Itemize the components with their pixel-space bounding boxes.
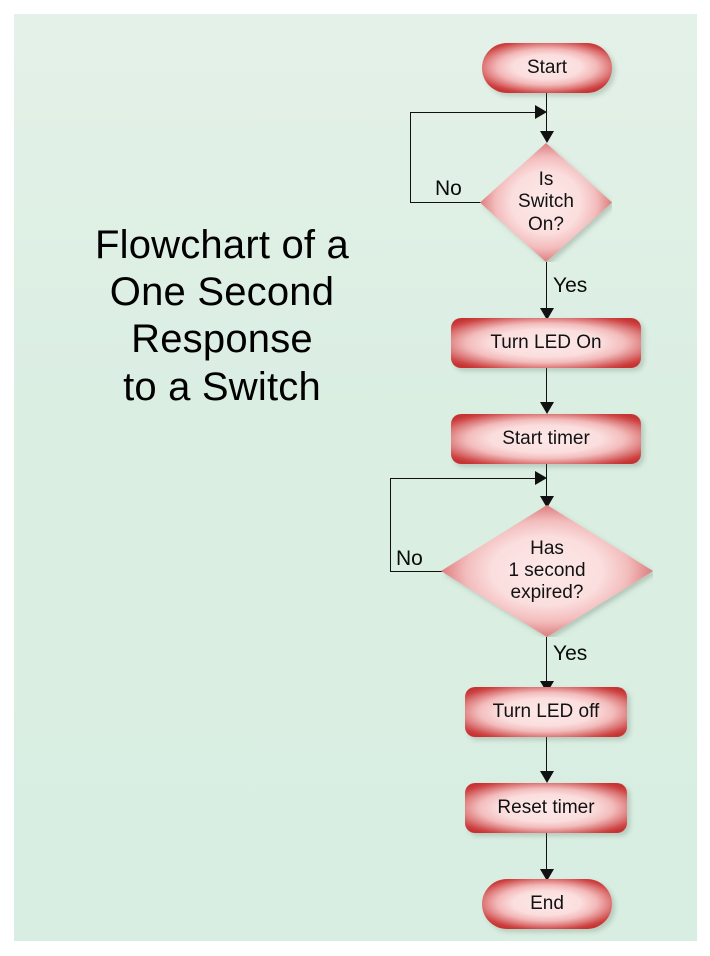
connector-no1-bottom: [410, 202, 482, 203]
node-start-timer[interactable]: Start timer: [451, 414, 641, 464]
arrowhead-starttimer-to-decision2: [540, 496, 554, 508]
node-end[interactable]: End: [482, 879, 612, 929]
node-turn-led-off[interactable]: Turn LED off: [465, 687, 627, 737]
connector-ledoff-to-resettimer: [546, 737, 547, 781]
arrowhead-no2: [535, 471, 547, 485]
connector-no2-top: [390, 478, 540, 479]
flowchart-canvas: Flowchart of a One Second Response to a …: [14, 14, 697, 941]
diamond-shape-1: [480, 143, 612, 262]
connector-starttimer-to-decision2: [546, 464, 547, 518]
edge-label-yes-1: Yes: [553, 274, 588, 297]
connector-no1-left: [410, 112, 411, 203]
node-decision-is-switch-on[interactable]: Is Switch On?: [480, 143, 612, 262]
arrowhead-decision1-to-ledon: [540, 308, 554, 320]
connector-decision1-to-ledon: [546, 262, 547, 322]
connector-no1-top: [410, 112, 540, 113]
node-decision-has-1-second-expired[interactable]: Has 1 second expired?: [441, 505, 653, 637]
connector-no2-left: [390, 478, 391, 572]
arrowhead-ledoff-to-resettimer: [540, 771, 554, 783]
edge-label-no-1: No: [435, 177, 462, 200]
node-turn-led-on[interactable]: Turn LED On: [451, 318, 641, 368]
arrowhead-start-to-decision1: [540, 131, 554, 143]
arrowhead-ledon-to-starttimer: [540, 402, 554, 414]
connector-no2-bottom: [390, 571, 445, 572]
arrowhead-no1: [535, 105, 547, 119]
node-reset-timer[interactable]: Reset timer: [465, 783, 627, 833]
connector-resettimer-to-end: [546, 833, 547, 879]
connector-decision2-to-ledoff: [546, 637, 547, 697]
node-decision-is-switch-on-label: Is Switch On?: [518, 169, 574, 235]
page-title: Flowchart of a One Second Response to a …: [94, 223, 349, 409]
edge-label-no-2: No: [396, 547, 423, 570]
arrowhead-resettimer-to-end: [540, 869, 554, 881]
connector-ledon-to-starttimer: [546, 368, 547, 412]
node-start[interactable]: Start: [482, 43, 612, 93]
diamond-shape-2: [441, 505, 653, 637]
node-decision-has-1-second-expired-label: Has 1 second expired?: [508, 537, 586, 604]
edge-label-yes-2: Yes: [553, 642, 588, 665]
